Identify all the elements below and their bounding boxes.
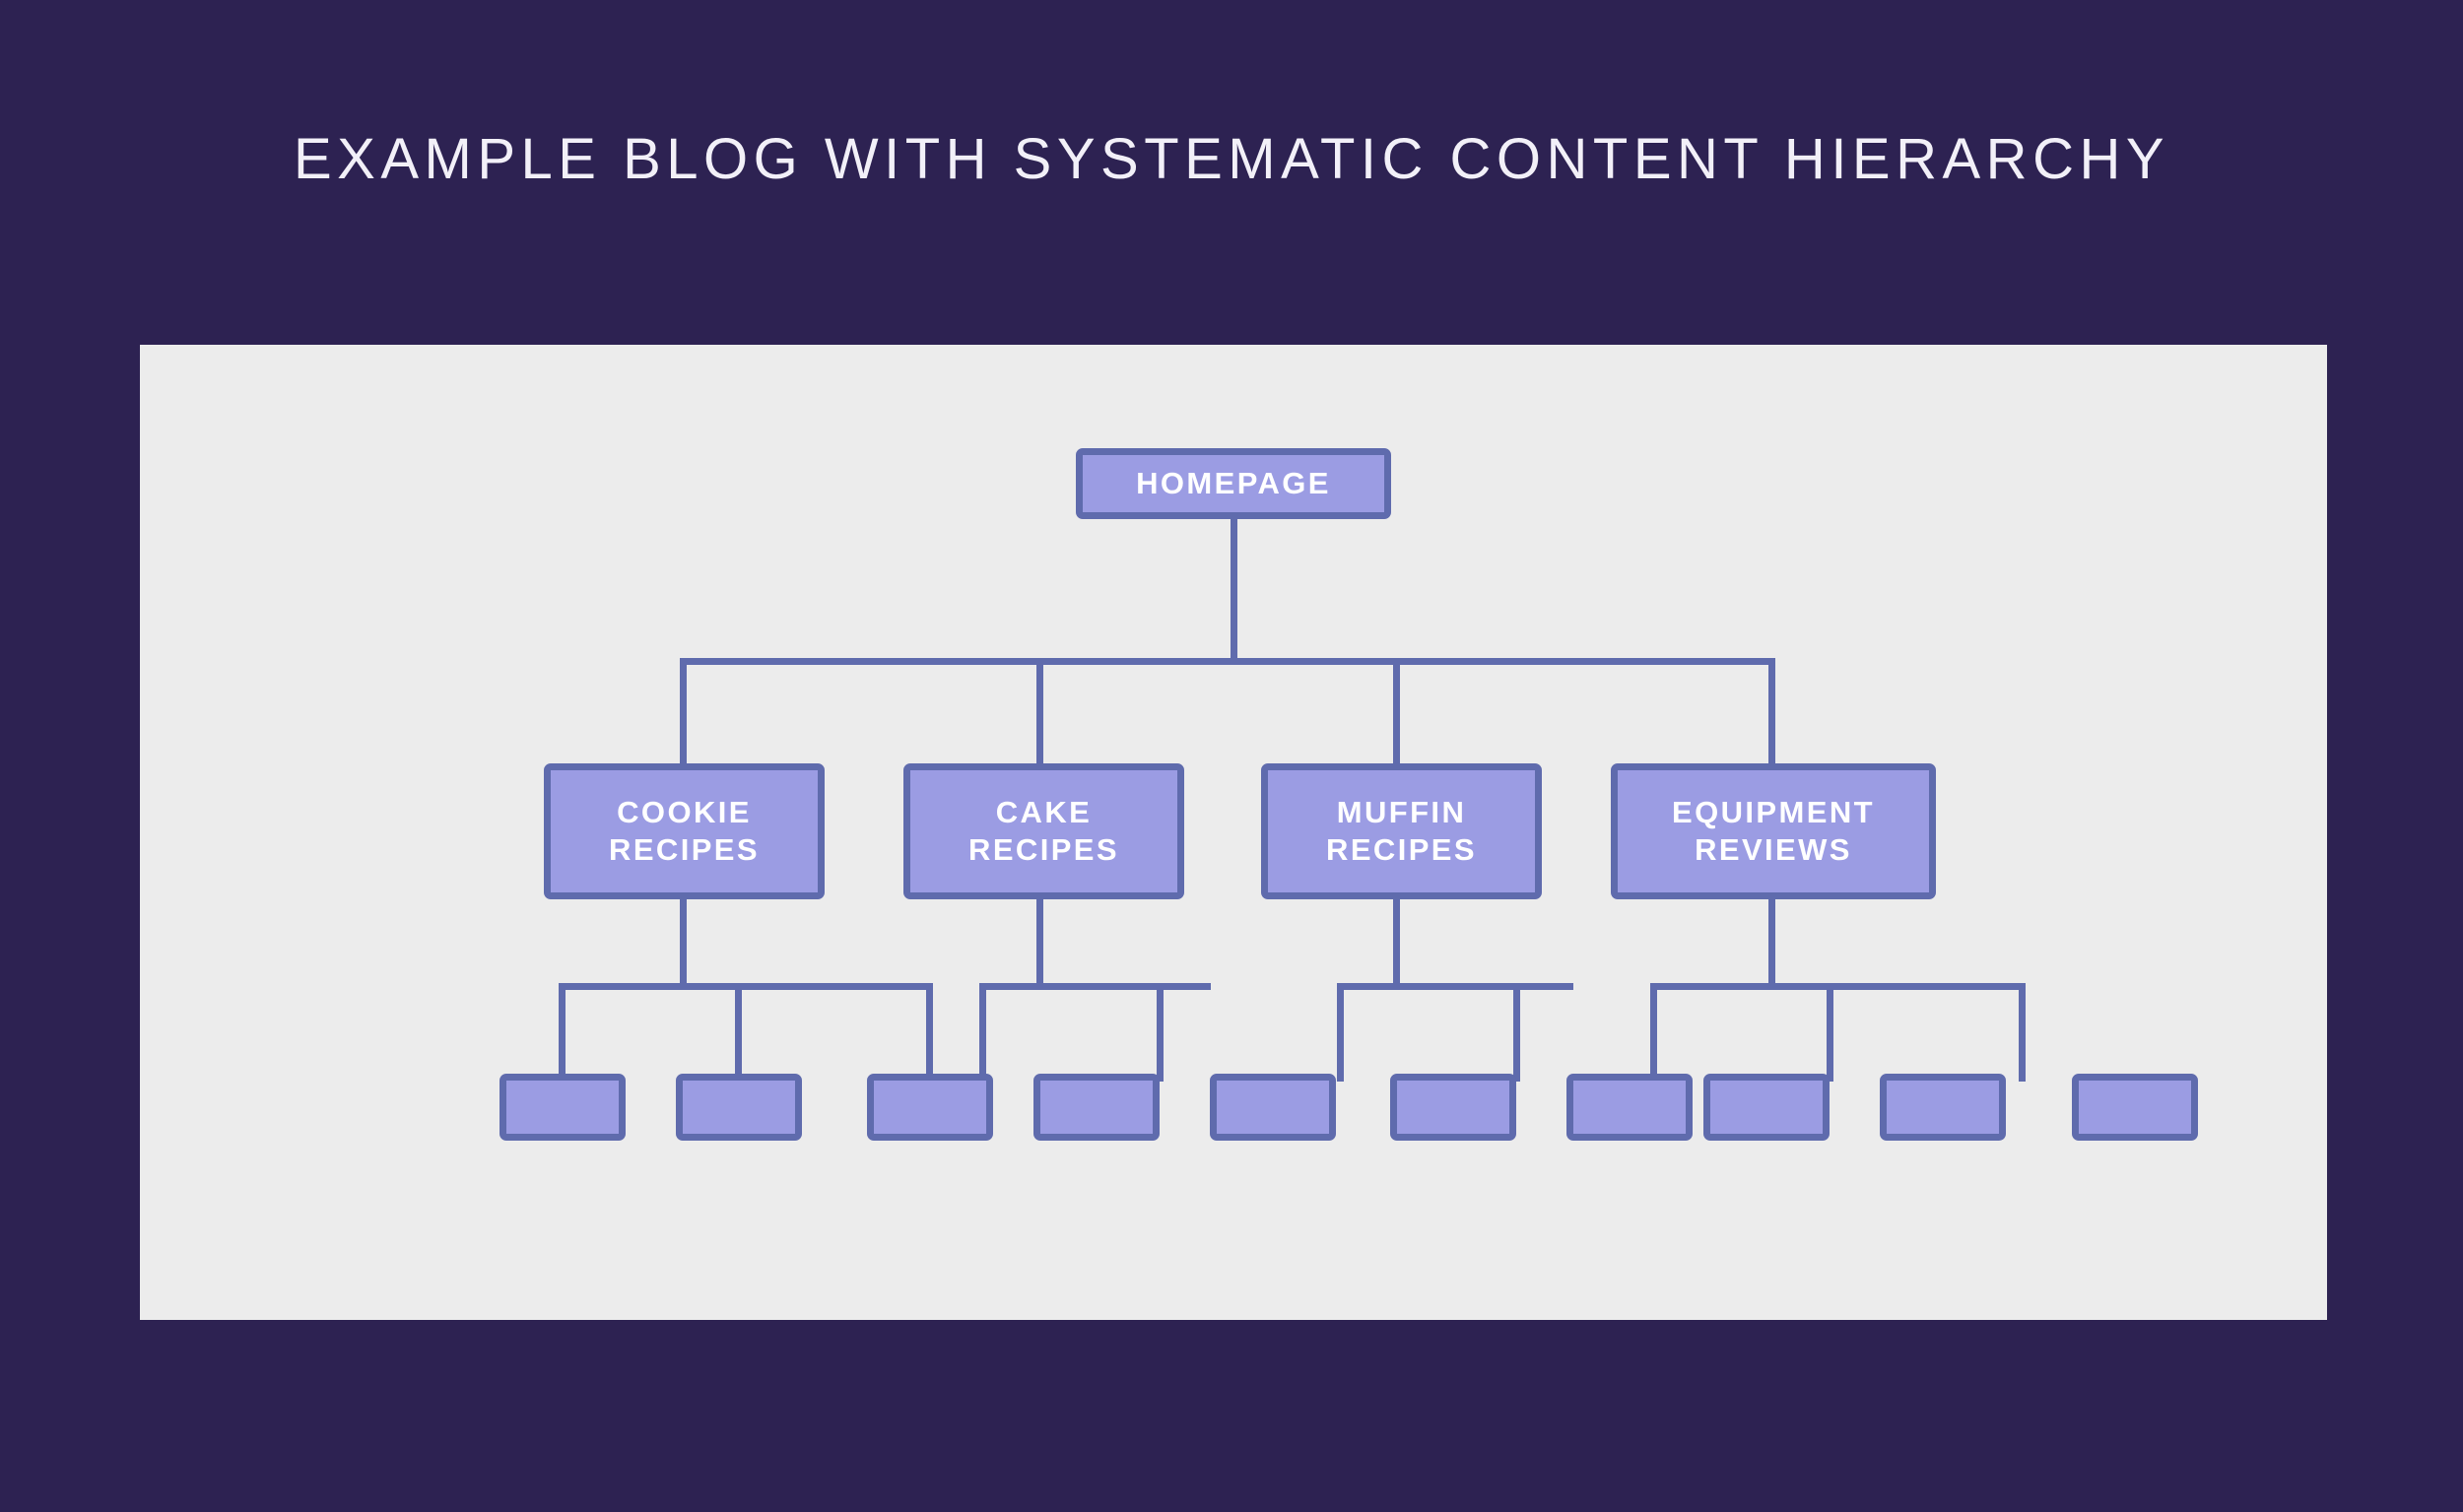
connector-drop-cookie-3 <box>926 983 933 1082</box>
connector-bus-cake <box>979 983 1211 990</box>
connector-bus-cookie <box>559 983 933 990</box>
connector-stem-cookie <box>680 899 687 988</box>
node-leaf-10[interactable] <box>2072 1074 2198 1141</box>
connector-drop-muffin <box>1393 658 1400 768</box>
connector-bus-muffin <box>1337 983 1573 990</box>
node-leaf-1[interactable] <box>499 1074 626 1141</box>
connector-drop-equipment-2 <box>1827 983 1833 1082</box>
connector-root-stem <box>1231 519 1237 664</box>
connector-drop-cake-1 <box>979 983 986 1082</box>
connector-drop-cookie-1 <box>559 983 566 1082</box>
connector-drop-equipment-3 <box>2019 983 2026 1082</box>
connector-stem-cake <box>1036 899 1043 988</box>
page-title: EXAMPLE BLOG WITH SYSTEMATIC CONTENT HIE… <box>293 127 2170 191</box>
connector-drop-cookie <box>680 658 687 768</box>
node-leaf-5[interactable] <box>1210 1074 1336 1141</box>
node-homepage-label: HOMEPAGE <box>1136 466 1331 501</box>
connector-drop-muffin-2 <box>1513 983 1520 1082</box>
node-leaf-2[interactable] <box>676 1074 802 1141</box>
connector-drop-equipment <box>1768 658 1775 768</box>
node-leaf-8[interactable] <box>1703 1074 1830 1141</box>
node-leaf-3[interactable] <box>867 1074 993 1141</box>
connector-stem-equipment <box>1768 899 1775 988</box>
connector-drop-equipment-1 <box>1650 983 1657 1082</box>
node-leaf-9[interactable] <box>1880 1074 2006 1141</box>
connector-stem-muffin <box>1393 899 1400 988</box>
connector-bus-equipment <box>1650 983 2026 990</box>
node-leaf-4[interactable] <box>1033 1074 1160 1141</box>
node-leaf-7[interactable] <box>1566 1074 1693 1141</box>
connector-drop-cake <box>1036 658 1043 768</box>
node-homepage[interactable]: HOMEPAGE <box>1076 448 1391 519</box>
connector-drop-muffin-1 <box>1337 983 1344 1082</box>
connector-level1-bus <box>680 658 1775 665</box>
connector-drop-cake-2 <box>1157 983 1164 1082</box>
connector-drop-cookie-2 <box>735 983 742 1082</box>
node-leaf-6[interactable] <box>1390 1074 1516 1141</box>
